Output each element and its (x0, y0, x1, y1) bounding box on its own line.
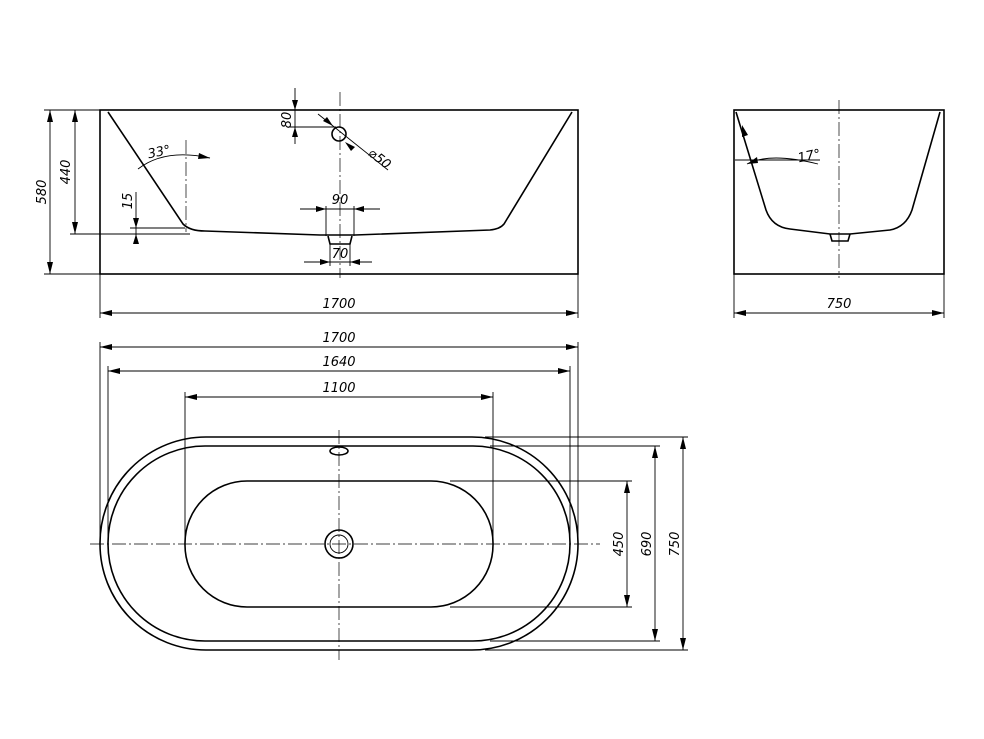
dim-end-width: 750 (827, 297, 852, 312)
dim-inner-depth: 440 (59, 160, 74, 185)
overflow-hole (331, 126, 347, 142)
dim-total-height: 580 (35, 180, 50, 205)
dim-rim-inner-width: 690 (640, 532, 655, 557)
top-view: 1700 1640 1100 450 690 75 (90, 331, 688, 660)
side-view: 1700 580 440 15 80 ⌀50 33° (35, 88, 579, 318)
dim-side-length: 1700 (322, 297, 355, 312)
dim-bottom-offset: 15 (121, 193, 136, 210)
dim-wall-angle-side: 33° (146, 143, 172, 162)
side-view-drain (327, 235, 353, 245)
side-view-outline (99, 109, 579, 275)
side-view-basin-profile (107, 111, 573, 236)
dim-rim-inner-length: 1640 (322, 355, 355, 370)
dim-top-overall-length: 1700 (322, 331, 355, 346)
dim-bottom-length: 1100 (322, 381, 355, 396)
end-view-basin-profile (735, 111, 941, 235)
dim-top-overall-width: 750 (668, 532, 683, 557)
dim-drain-width-top: 90 (332, 193, 349, 208)
dim-overflow-diameter: ⌀50 (365, 146, 393, 173)
dim-drain-width-bottom: 70 (332, 247, 349, 262)
end-view: 17° 750 (733, 100, 945, 318)
dim-bottom-width: 450 (612, 532, 627, 557)
dim-wall-angle-end: 17° (796, 147, 822, 166)
end-view-drain (829, 233, 851, 242)
dim-overflow-offset: 80 (280, 112, 295, 129)
